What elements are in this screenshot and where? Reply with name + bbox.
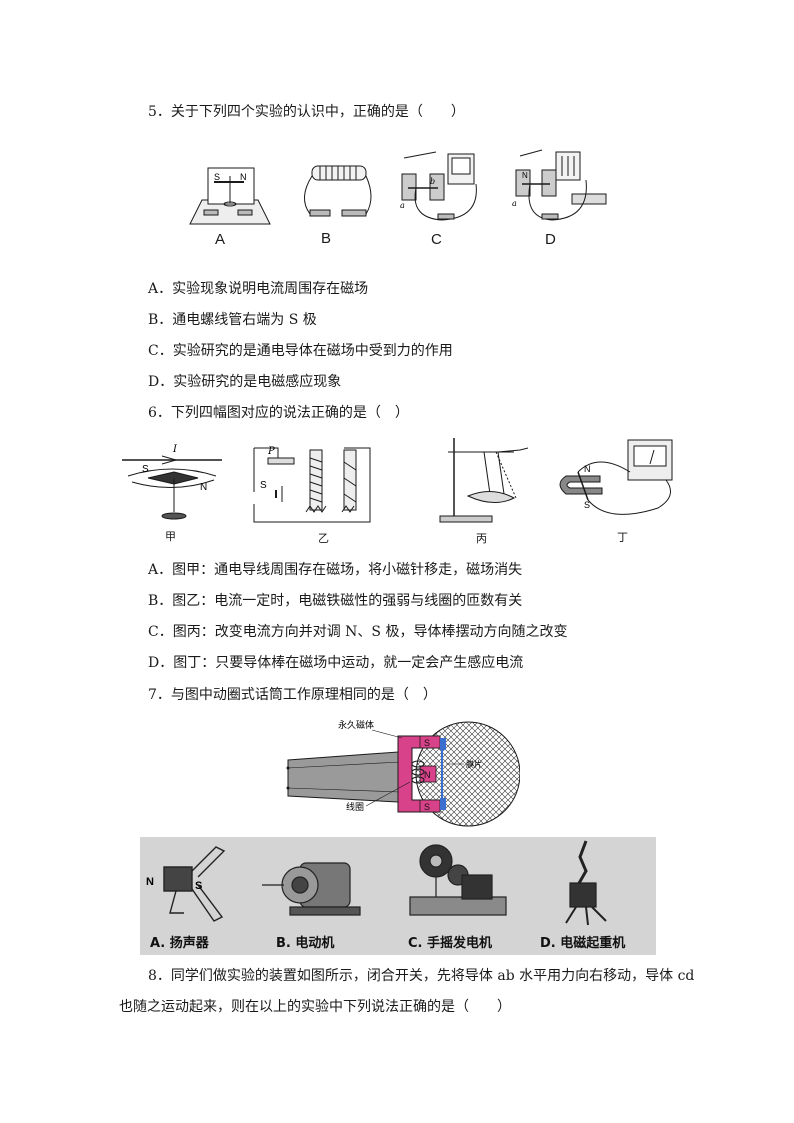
q7-label-coil: 线圈 (346, 801, 364, 813)
q6-ding-n: N (584, 464, 591, 474)
q5-c-b: b (430, 177, 435, 186)
q5-stem: 5．关于下列四个实验的认识中，正确的是（ ） (148, 104, 465, 120)
q6-label-jia: 甲 (165, 530, 176, 543)
q6-label-ding: 丁 (617, 531, 628, 544)
q6-label-yi: 乙 (318, 532, 329, 545)
q7-label-s-top: S (424, 738, 430, 748)
q7-microphone-figure: 永久磁体 线圈 膜片 S N S (286, 719, 520, 827)
q5-a-n: N (240, 172, 247, 182)
q7-crane-image (565, 840, 607, 926)
q6-jia-s: S (142, 464, 149, 475)
q6-option-c: C．图丙：改变电流方向并对调 N、S 极，导体棒摆动方向随之改变 (148, 624, 568, 640)
q7-choice-strip: N S A. 扬声器 B. 电动机 C. 手摇发电机 D. 电磁起重机 (140, 837, 656, 955)
q5-fig-d (515, 149, 607, 221)
q6-jia-n: N (200, 482, 207, 493)
q5-option-c: C．实验研究的是通电导体在磁场中受到力的作用 (148, 343, 453, 359)
q5-option-a: A．实验现象说明电流周围存在磁场 (148, 281, 369, 297)
q5-option-b: B．通电螺线管右端为 S 极 (148, 312, 317, 328)
q6-label-bing: 丙 (476, 532, 487, 545)
q7-choice-c: C. 手摇发电机 (408, 936, 493, 951)
q7-speaker-n: N (146, 876, 154, 888)
q6-jia-i: I (172, 444, 178, 455)
q7-choice-d: D. 电磁起重机 (540, 936, 626, 951)
q7-choice-b: B. 电动机 (276, 936, 335, 951)
q7-motor-image (262, 862, 361, 916)
q7-stem: 7．与图中动圈式话筒工作原理相同的是（ ） (148, 687, 437, 703)
q7-speaker-image (163, 846, 226, 922)
q6-option-d: D．图丁：只要导体棒在磁场中运动，就一定会产生感应电流 (148, 655, 524, 671)
q5-label-d: D (545, 231, 556, 248)
q5-d-a: a (512, 199, 517, 208)
q7-speaker-s: S (195, 880, 202, 892)
q6-option-b: B．图乙：电流一定时，电磁铁磁性的强弱与线圈的匝数有关 (148, 593, 523, 609)
q5-fig-c (401, 151, 477, 221)
q5-option-d: D．实验研究的是电磁感应现象 (148, 374, 342, 390)
q5-label-b: B (321, 230, 332, 247)
q6-fig-bing (439, 438, 529, 523)
q6-yi-s: S (260, 480, 267, 491)
q7-choice-a: A. 扬声器 (150, 936, 209, 951)
q5-a-s: S (214, 172, 220, 182)
q5-fig-b (304, 165, 372, 217)
q6-yi-p: P (267, 446, 275, 457)
q6-ding-s: S (584, 500, 590, 510)
q6-figure: I S N P S N S (122, 438, 673, 523)
q7-label-s-bottom: S (424, 802, 430, 812)
q7-label-magnet: 永久磁体 (338, 719, 374, 731)
q5-label-c: C (431, 231, 442, 248)
q5-d-n: N (522, 171, 528, 180)
q7-generator-image (409, 844, 507, 916)
q5-c-a: a (400, 201, 405, 210)
q6-fig-jia (122, 455, 222, 520)
q5-figure: S N a b (189, 149, 607, 225)
q5-fig-a (189, 167, 271, 225)
q8-stem-line2: 也随之运动起来，则在以上的实验中下列说法正确的是（ ） (119, 999, 511, 1015)
q6-fig-yi (253, 447, 371, 523)
q6-fig-ding (559, 439, 673, 515)
q6-stem: 6．下列四幅图对应的说法正确的是（ ） (148, 405, 409, 421)
q7-label-n: N (424, 770, 431, 780)
q6-option-a: A．图甲：通电导线周围存在磁场，将小磁针移走，磁场消失 (148, 562, 523, 578)
q8-stem-line1: 8．同学们做实验的装置如图所示，闭合开关，先将导体 ab 水平用力向右移动，导体… (148, 968, 695, 984)
q7-label-membrane: 膜片 (466, 759, 482, 769)
q5-label-a: A (215, 231, 226, 248)
